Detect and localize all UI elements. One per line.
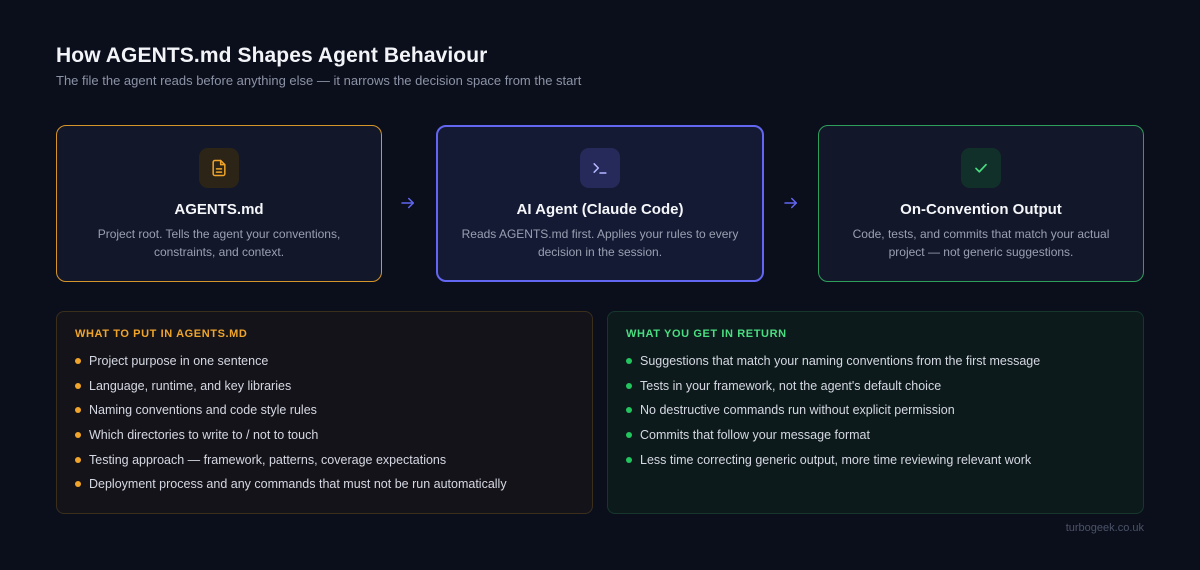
list-item-text: Deployment process and any commands that… — [89, 477, 507, 492]
list-item-text: Testing approach — framework, patterns, … — [89, 452, 447, 467]
footer-site-link[interactable]: turbogeek.co.uk — [1065, 522, 1144, 534]
list-item-text: Which directories to write to / not to t… — [89, 428, 319, 443]
list-item: No destructive commands run without expl… — [626, 398, 1125, 423]
card-title: AGENTS.md — [174, 201, 264, 218]
list-item: Project purpose in one sentence — [75, 349, 574, 374]
list-item-text: Suggestions that match your naming conve… — [640, 354, 1041, 369]
list-item: Naming conventions and code style rules — [75, 398, 574, 423]
arrow-right-icon — [781, 193, 801, 213]
bullet-dot-icon — [75, 481, 81, 488]
page-title: How AGENTS.md Shapes Agent Behaviour — [56, 44, 488, 67]
check-icon — [961, 148, 1001, 188]
card-title: AI Agent (Claude Code) — [516, 201, 684, 218]
bullet-dot-icon — [75, 382, 81, 389]
panel-heading: WHAT YOU GET IN RETURN — [626, 328, 787, 340]
bullet-dot-icon — [626, 407, 632, 414]
list-item: Testing approach — framework, patterns, … — [75, 447, 574, 472]
list-item-text: Language, runtime, and key libraries — [89, 378, 292, 393]
what-to-put-panel: WHAT TO PUT IN AGENTS.MD Project purpose… — [56, 311, 593, 514]
bullet-dot-icon — [626, 432, 632, 439]
card-description: Project root. Tells the agent your conve… — [97, 227, 341, 259]
list-item-text: Project purpose in one sentence — [89, 354, 269, 369]
agents-md-card: AGENTS.md Project root. Tells the agent … — [56, 125, 382, 282]
list-item-text: No destructive commands run without expl… — [640, 403, 955, 418]
bullet-dot-icon — [626, 456, 632, 463]
bullet-dot-icon — [75, 407, 81, 414]
ai-agent-card: AI Agent (Claude Code) Reads AGENTS.md f… — [436, 125, 764, 282]
list-item-text: Commits that follow your message format — [640, 428, 870, 443]
what-you-get-panel: WHAT YOU GET IN RETURN Suggestions that … — [607, 311, 1144, 514]
bullet-dot-icon — [626, 382, 632, 389]
card-description: Code, tests, and commits that match your… — [852, 227, 1110, 259]
terminal-icon — [580, 148, 620, 188]
panel-heading: WHAT TO PUT IN AGENTS.MD — [75, 328, 248, 340]
list-item: Tests in your framework, not the agent's… — [626, 374, 1125, 399]
arrow-right-icon — [398, 193, 418, 213]
list-item: Less time correcting generic output, mor… — [626, 447, 1125, 472]
list-item: Commits that follow your message format — [626, 423, 1125, 448]
document-icon — [199, 148, 239, 188]
list-item: Language, runtime, and key libraries — [75, 374, 574, 399]
list-item: Which directories to write to / not to t… — [75, 423, 574, 448]
list-item: Suggestions that match your naming conve… — [626, 349, 1125, 374]
bullet-dot-icon — [75, 358, 81, 365]
bullet-dot-icon — [75, 456, 81, 463]
list-item: Deployment process and any commands that… — [75, 472, 574, 497]
output-card: On-Convention Output Code, tests, and co… — [818, 125, 1144, 282]
list-item-text: Less time correcting generic output, mor… — [640, 452, 1032, 467]
bullet-dot-icon — [626, 358, 632, 365]
what-to-put-list: Project purpose in one sentence Language… — [75, 349, 574, 497]
card-title: On-Convention Output — [900, 201, 1062, 218]
flow-diagram: AGENTS.md Project root. Tells the agent … — [56, 125, 1144, 282]
card-description: Reads AGENTS.md first. Applies your rule… — [461, 227, 739, 259]
page-subtitle: The file the agent reads before anything… — [56, 73, 582, 88]
what-you-get-list: Suggestions that match your naming conve… — [626, 349, 1125, 472]
list-item-text: Naming conventions and code style rules — [89, 403, 317, 418]
list-item-text: Tests in your framework, not the agent's… — [640, 378, 942, 393]
bullet-dot-icon — [75, 432, 81, 439]
